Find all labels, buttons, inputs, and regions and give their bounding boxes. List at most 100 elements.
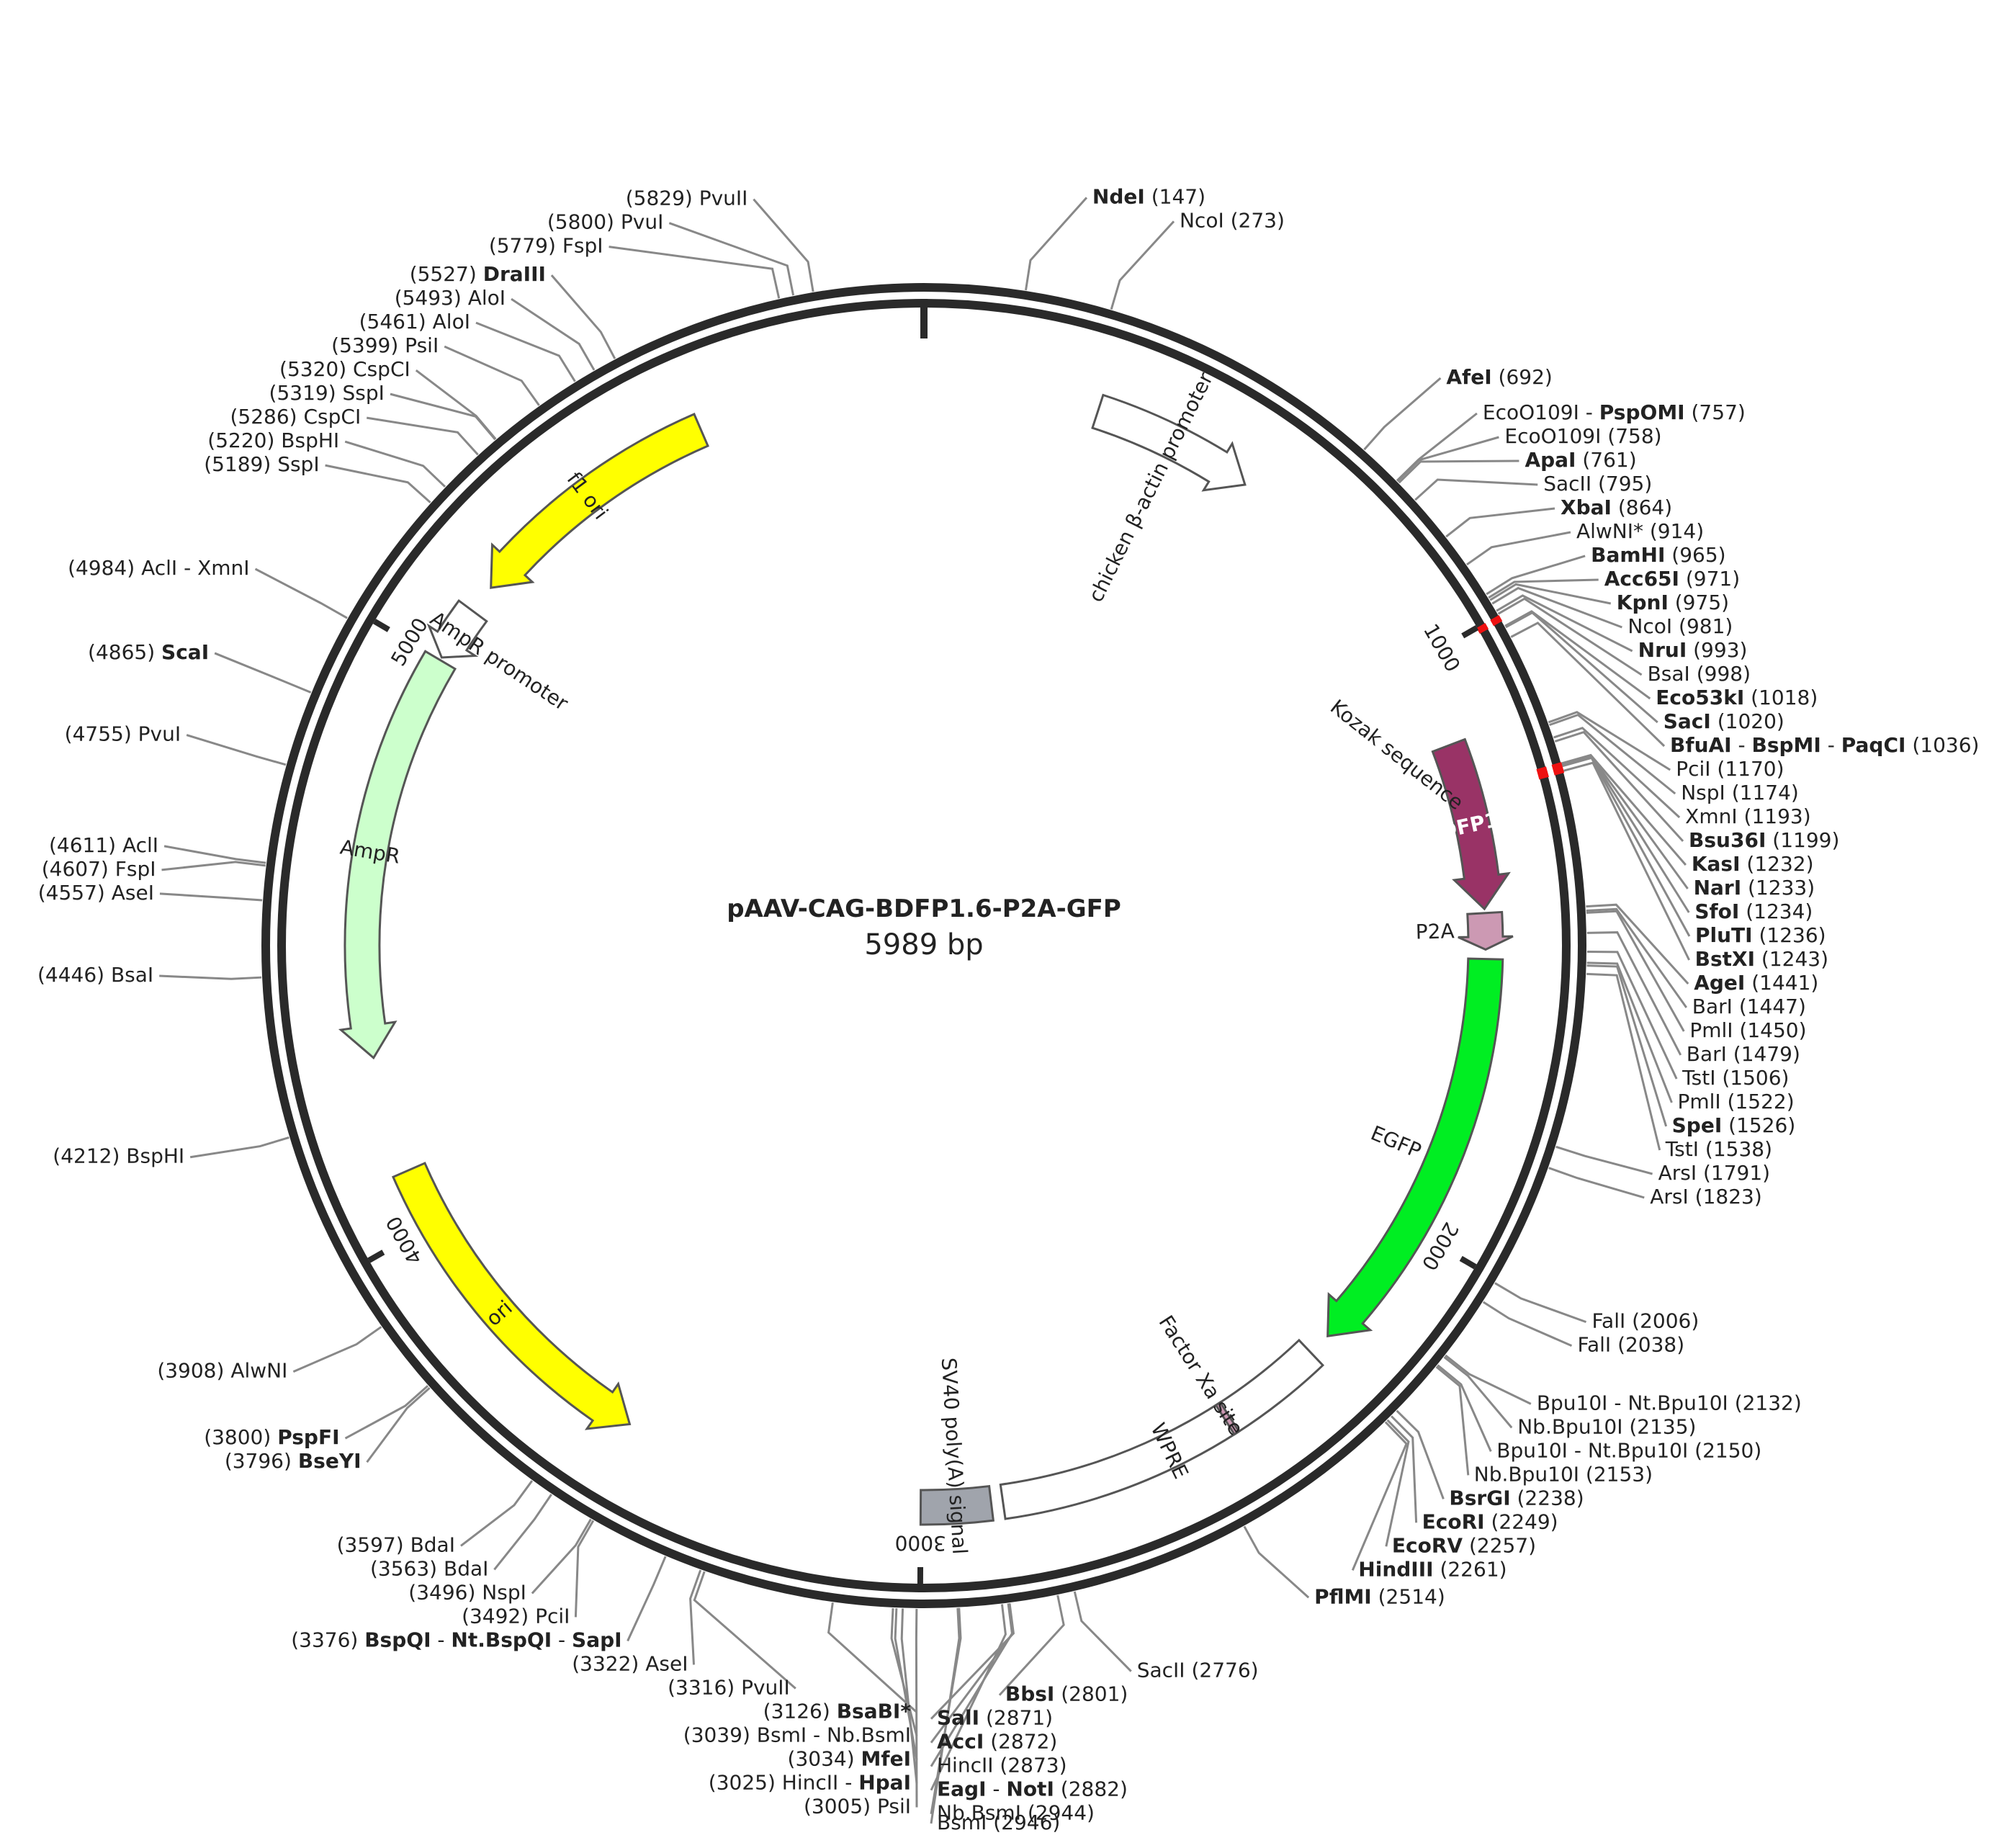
site-label-part: (2871): [979, 1706, 1053, 1730]
site-label-part: (4557) AseI: [38, 881, 154, 905]
restriction-site-label: EcoRI (2249): [1422, 1510, 1558, 1533]
site-label-part: (757): [1685, 400, 1746, 424]
site-leader: [693, 1571, 796, 1690]
site-label-part: NspI (1174): [1681, 781, 1799, 804]
restriction-site-label: NarI (1233): [1694, 876, 1815, 900]
site-label-part: (3039) BsmI - Nb.BsmI: [683, 1723, 911, 1746]
restriction-site-label: EagI - NotI (2882): [937, 1777, 1128, 1801]
site-leader: [1548, 711, 1671, 771]
site-label-part: (1236): [1753, 923, 1826, 947]
site-leader: [1437, 1364, 1492, 1452]
site-label-part: (5399) PsiI: [331, 333, 439, 357]
plasmid-center-labels: pAAV-CAG-BDFP1.6-P2A-GFP 5989 bp: [727, 894, 1121, 961]
site-label-part: PspFI: [277, 1425, 339, 1449]
site-leader: [930, 1607, 961, 1824]
site-label-part: (4865): [88, 640, 161, 664]
site-leader: [1562, 756, 1691, 937]
restriction-site-label: (4755) PvuI: [65, 722, 181, 746]
scale-tick: [372, 619, 390, 632]
site-leader: [1505, 611, 1658, 724]
restriction-site-label: Bpu10I - Nt.Bpu10I (2150): [1496, 1438, 1761, 1462]
restriction-site-label: BsaI (998): [1648, 662, 1751, 686]
site-label-part: MfeI: [861, 1746, 911, 1770]
restriction-site-label: (5220) BspHI: [207, 429, 339, 452]
site-leader: [444, 345, 540, 406]
restriction-site-label: (3908) AlwNI: [157, 1359, 287, 1383]
restriction-site-label: PciI (1170): [1676, 757, 1784, 781]
site-label-part: -: [1821, 733, 1841, 757]
site-label-part: SacII (2776): [1137, 1659, 1259, 1682]
restriction-site-label: BsmI (2946): [937, 1811, 1060, 1834]
site-label-part: Nb.Bpu10I (2153): [1474, 1462, 1653, 1486]
site-label-part: (4212) BspHI: [53, 1144, 184, 1168]
site-leader: [930, 1603, 1013, 1767]
site-leader: [1586, 910, 1685, 1032]
restriction-site-label: TstI (1538): [1665, 1137, 1772, 1161]
site-label-part: (3322) AseI: [572, 1651, 688, 1675]
site-label-part: (4446) BsaI: [37, 963, 153, 987]
site-label-part: (5779) FspI: [489, 234, 603, 258]
restriction-site-label: (3322) AseI: [572, 1651, 688, 1675]
site-label-part: EcoO109I -: [1483, 400, 1599, 424]
restriction-site-label: ApaI (761): [1525, 448, 1636, 472]
site-label-part: (1018): [1744, 686, 1818, 709]
restriction-site-label: (3492) PciI: [462, 1604, 570, 1628]
site-label-part: BseYI: [298, 1449, 362, 1473]
site-label-part: TstI (1506): [1682, 1066, 1789, 1090]
site-leader: [1586, 907, 1688, 1008]
site-label-part: SfoI: [1694, 900, 1739, 923]
restriction-site-label: (4611) AclI: [49, 833, 158, 857]
site-leader: [1466, 531, 1571, 566]
site-label-part: (5800) PvuI: [547, 210, 663, 234]
restriction-site-label: AccI (2872): [937, 1730, 1057, 1754]
site-leader: [1385, 1419, 1410, 1547]
restriction-site-label: (5189) SspI: [204, 452, 319, 476]
site-label-part: BarI (1479): [1687, 1042, 1800, 1066]
feature-label-p2a: P2A: [1415, 919, 1455, 943]
site-leader: [753, 198, 814, 292]
site-label-part: (4755) PvuI: [65, 722, 181, 746]
site-label-part: (5829) PvuII: [626, 187, 748, 210]
restriction-site-label: (5527) DraIII: [410, 262, 546, 286]
site-label-part: BsaBI*: [837, 1699, 912, 1723]
site-label-part: (864): [1612, 495, 1672, 519]
site-leader: [668, 222, 795, 296]
site-label-part: (975): [1669, 591, 1729, 614]
site-leader: [1555, 1145, 1653, 1175]
site-label-part: FalI (2006): [1592, 1309, 1700, 1333]
site-label-part: -: [431, 1628, 452, 1651]
site-label-part: Nt.BspQI: [451, 1628, 552, 1651]
site-label-part: BbsI: [1005, 1682, 1054, 1706]
site-label-part: BspQI: [364, 1628, 431, 1651]
plasmid-name: pAAV-CAG-BDFP1.6-P2A-GFP: [727, 894, 1121, 923]
feature-ampr-promoter: [426, 598, 488, 659]
site-label-part: (993): [1687, 638, 1747, 662]
site-label-part: PmlI (1522): [1677, 1090, 1794, 1113]
restriction-site-label: HindIII (2261): [1358, 1557, 1507, 1581]
site-leader: [689, 1569, 702, 1665]
restriction-site-label: (5286) CspCI: [230, 405, 361, 429]
restriction-site-label: ArsI (1791): [1658, 1161, 1771, 1185]
restriction-site-label: XbaI (864): [1561, 495, 1672, 519]
site-cluster-marker: [1476, 622, 1489, 634]
site-label-part: ApaI: [1525, 448, 1576, 472]
site-label-part: (2257): [1463, 1533, 1536, 1557]
restriction-site-label: (5829) PvuII: [626, 187, 748, 210]
site-leader: [827, 1602, 918, 1713]
restriction-site-label: NdeI (147): [1092, 184, 1205, 208]
site-leader: [1561, 755, 1690, 913]
site-label-part: (3597) BdaI: [337, 1533, 455, 1556]
site-leader: [1510, 622, 1666, 748]
site-label-part: BsmI (2946): [937, 1811, 1060, 1834]
feature-label-egfp: EGFP: [1368, 1121, 1425, 1162]
site-label-part: (3316) PvuII: [668, 1675, 790, 1699]
restriction-site-label: PmlI (1522): [1677, 1090, 1794, 1113]
restriction-site-label: Bsu36I (1199): [1689, 828, 1839, 852]
site-label-part: EagI: [937, 1777, 986, 1801]
site-label-part: EcoRI: [1422, 1510, 1485, 1533]
site-leader: [325, 464, 431, 503]
feature-wpre: [999, 1338, 1325, 1520]
restriction-site-label: (4865) ScaI: [88, 640, 209, 664]
site-leader: [1398, 459, 1519, 484]
